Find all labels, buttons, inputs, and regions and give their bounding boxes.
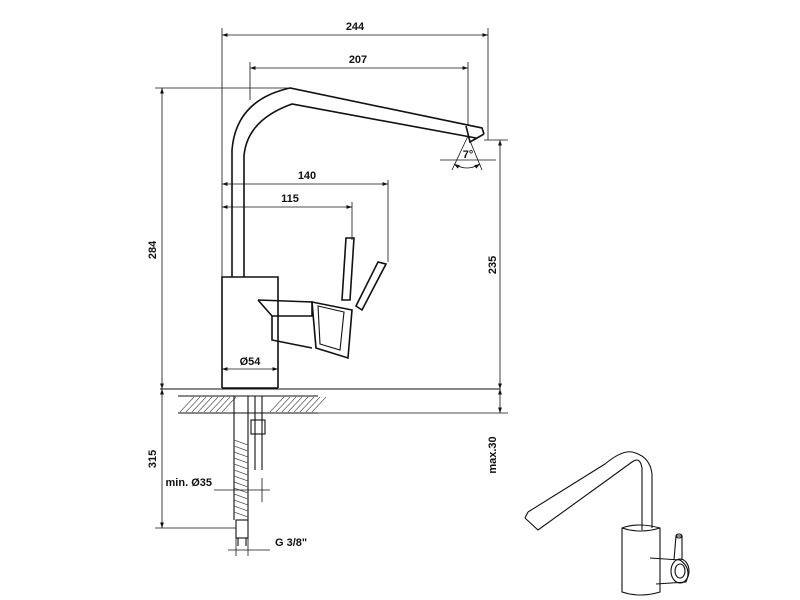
countertop <box>160 388 500 414</box>
faucet-body <box>221 276 279 388</box>
hose-braid-line <box>233 463 249 470</box>
hatch-line <box>305 396 321 413</box>
hatch-line <box>275 396 291 413</box>
hose-braid-line <box>233 457 249 464</box>
faucet-isometric-view <box>524 451 690 596</box>
dim-244: 244 <box>346 21 365 33</box>
dim-140: 140 <box>298 170 316 182</box>
iso-body <box>621 524 661 596</box>
hatch-line <box>293 396 309 413</box>
handle-neck <box>271 316 313 349</box>
hose-braid-line <box>233 475 249 482</box>
hose-braid-line <box>233 493 249 500</box>
hose-braid-line <box>233 505 249 512</box>
iso-lever <box>673 535 683 561</box>
hatch-line <box>269 396 285 413</box>
hose-braid <box>233 439 249 518</box>
dim-hole: min. Ø35 <box>166 477 212 489</box>
dim-235: 235 <box>487 256 499 274</box>
dim-connection: G 3/8" <box>275 537 307 549</box>
countertop-hatch <box>179 396 327 413</box>
iso-spout <box>524 459 643 531</box>
hose-braid-line <box>233 487 249 494</box>
handle-cartridge <box>311 301 353 360</box>
hatch-line <box>203 396 219 413</box>
hatch-line <box>287 396 303 413</box>
hatch-line <box>311 396 327 413</box>
dimension-labels: 244 207 140 115 284 235 7° Ø54 315 max.3… <box>147 21 499 549</box>
hose-braid-line <box>233 445 249 452</box>
hatch-line <box>185 396 201 413</box>
dim-115: 115 <box>281 193 299 205</box>
lever-back <box>354 261 388 312</box>
dim-diameter: Ø54 <box>240 356 262 368</box>
hose-braid-line <box>233 499 249 506</box>
dim-207: 207 <box>349 54 367 66</box>
hatch-line <box>281 396 297 413</box>
hose-braid-line <box>233 481 249 488</box>
dim-284: 284 <box>147 240 159 259</box>
spout-inner <box>243 103 477 277</box>
iso-handle <box>649 557 689 585</box>
dim-max30: max.30 <box>487 436 499 473</box>
handle-cartridge-inner <box>317 305 345 351</box>
hose-braid-line <box>233 511 249 518</box>
hatch-line <box>209 396 225 413</box>
hatch-line <box>197 396 213 413</box>
hose-braid-line <box>233 469 249 476</box>
supply-hoses <box>233 396 266 546</box>
handle-housing <box>257 299 313 317</box>
hose-braid-line <box>233 451 249 458</box>
faucet-side-view <box>221 87 485 389</box>
spout-tip <box>465 125 485 144</box>
dim-angle: 7° <box>463 149 474 161</box>
hatch-line <box>299 396 315 413</box>
hatch-line <box>191 396 207 413</box>
hose-braid-line <box>233 439 249 446</box>
hatch-line <box>179 396 195 413</box>
dimension-lines <box>155 28 508 556</box>
dim-315: 315 <box>147 450 159 468</box>
hatch-line <box>215 396 231 413</box>
lever-front <box>341 237 355 301</box>
